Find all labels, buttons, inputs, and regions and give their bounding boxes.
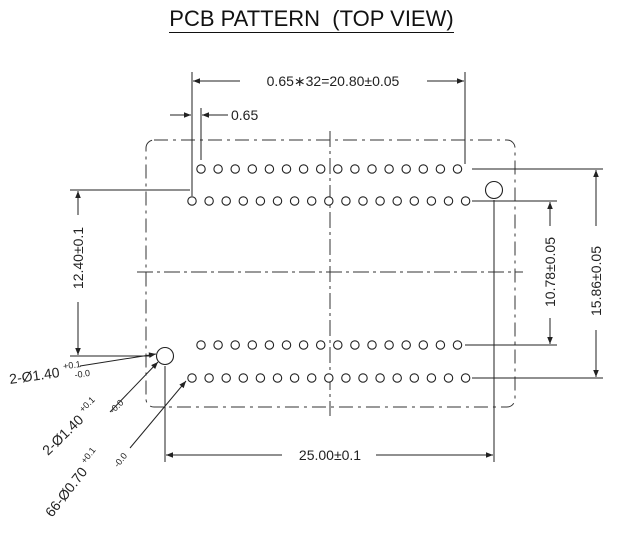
pad-bottom-row-2-3	[221, 373, 231, 383]
pad-bottom-row-2-11	[358, 373, 368, 383]
pad-top-row-2-5	[255, 196, 266, 206]
pad-top-row-1-8	[315, 164, 326, 174]
pad-bottom-row-1-6	[281, 340, 292, 350]
pad-top-row-2-13	[392, 196, 402, 206]
callout-hole-a-leader	[79, 352, 157, 367]
pad-bottom-row-2-2	[204, 373, 214, 383]
callout-hole-a: 2-Ø1.40 +0.1	[8, 359, 83, 388]
pad-top-row-1-2	[213, 164, 223, 174]
pad-bottom-row-1-3	[230, 340, 240, 350]
pad-bottom-row-1-7	[298, 340, 309, 350]
pad-bottom-row-1-10	[350, 340, 360, 350]
pad-bottom-row-1-8	[315, 340, 326, 350]
pad-top-row-1-3	[230, 164, 240, 174]
pad-bottom-row-2-1	[187, 373, 197, 383]
pad-top-row-2-12	[375, 196, 385, 206]
pad-top-row-1-9	[333, 164, 343, 174]
pad-bottom-row-1-2	[213, 340, 223, 350]
outer-vertical-label: 15.86±0.05	[588, 246, 604, 316]
pad-bottom-row-2-5	[255, 373, 266, 383]
inner-vertical-label: 10.78±0.05	[542, 237, 558, 307]
pad-bottom-row-1-13	[401, 340, 411, 350]
pad-bottom-row-1-1	[196, 340, 206, 350]
pad-bottom-row-2-7	[289, 373, 300, 383]
pad-top-row-1-13	[401, 164, 411, 174]
pad-top-row-2-9	[324, 196, 334, 206]
left-vertical-label: 12.40±0.1	[70, 227, 86, 289]
pad-top-row-1-10	[350, 164, 360, 174]
pad-top-row-1-1	[196, 164, 206, 174]
pad-top-row-2-15	[426, 196, 437, 206]
pad-bottom-row-2-8	[306, 373, 317, 383]
pad-top-row-1-7	[298, 164, 309, 174]
callout-hole-b-minus: -0.0	[107, 397, 125, 415]
pad-top-row-2-3	[221, 196, 231, 206]
pad-top-row-2-10	[341, 196, 351, 206]
pad-top-row-2-14	[409, 196, 420, 206]
callout-hole-a-base: 2-Ø1.40	[8, 364, 61, 387]
pad-bottom-row-1-16	[452, 340, 463, 350]
callout-hole-a-plus: +0.1	[62, 359, 81, 371]
pad-bottom-row-2-6	[272, 373, 283, 383]
pad-top-row-2-1	[187, 196, 197, 206]
callout-pads-plus: +0.1	[79, 445, 98, 465]
pad-bottom-row-1-11	[367, 340, 377, 350]
pad-top-row-2-2	[204, 196, 214, 206]
pad-top-row-2-7	[289, 196, 300, 206]
mounting-hole-bottom-left	[155, 346, 175, 366]
pad-bottom-row-1-5	[264, 340, 275, 350]
pad-top-row-1-15	[435, 164, 446, 174]
drawing-title: PCB PATTERN (TOP VIEW)	[0, 6, 623, 33]
mounting-hole-top-right	[484, 180, 504, 200]
callout-pads-base: 66-Ø0.70	[42, 464, 91, 520]
bottom-span-label: 25.00±0.1	[299, 447, 361, 463]
pad-bottom-row-2-9	[324, 373, 334, 383]
pad-bottom-row-1-12	[384, 340, 394, 350]
pad-top-row-2-16	[443, 196, 454, 206]
callout-pads-minus: -0.0	[112, 451, 129, 469]
pad-top-row-2-11	[358, 196, 368, 206]
callout-hole-b-leader	[109, 361, 159, 413]
drawing-title-text: PCB PATTERN (TOP VIEW)	[169, 6, 454, 33]
pad-bottom-row-1-9	[333, 340, 343, 350]
callout-pads-leader	[129, 380, 187, 449]
callout-hole-b-base: 2-Ø1.40	[39, 411, 87, 458]
pad-bottom-row-2-10	[341, 373, 351, 383]
board-outline	[145, 139, 516, 408]
pad-bottom-row-2-4	[238, 373, 249, 383]
pad-bottom-row-1-14	[418, 340, 429, 350]
pad-group	[187, 164, 471, 383]
pad-bottom-row-2-12	[375, 373, 385, 383]
pad-bottom-row-2-16	[443, 373, 454, 383]
callout-hole-a-minus: -0.0	[74, 368, 91, 380]
pad-bottom-row-2-14	[409, 373, 420, 383]
pad-top-row-1-16	[452, 164, 463, 174]
pad-bottom-row-1-4	[247, 340, 258, 350]
pad-top-row-2-4	[238, 196, 249, 206]
pad-bottom-row-1-15	[435, 340, 446, 350]
pitch-label: 0.65	[231, 107, 258, 123]
top-span-label: 0.65∗32=20.80±0.05	[267, 73, 400, 89]
pad-bottom-row-2-17	[460, 373, 471, 383]
pad-top-row-1-6	[281, 164, 292, 174]
pad-top-row-2-8	[306, 196, 317, 206]
callout-hole-b-plus: +0.1	[77, 395, 97, 415]
pad-top-row-1-12	[384, 164, 394, 174]
pad-bottom-row-2-13	[392, 373, 402, 383]
pad-top-row-1-5	[264, 164, 275, 174]
pad-bottom-row-2-15	[426, 373, 437, 383]
pad-top-row-2-17	[460, 196, 471, 206]
pad-top-row-1-11	[367, 164, 377, 174]
pad-top-row-1-4	[247, 164, 258, 174]
pad-top-row-2-6	[272, 196, 283, 206]
pad-top-row-1-14	[418, 164, 429, 174]
